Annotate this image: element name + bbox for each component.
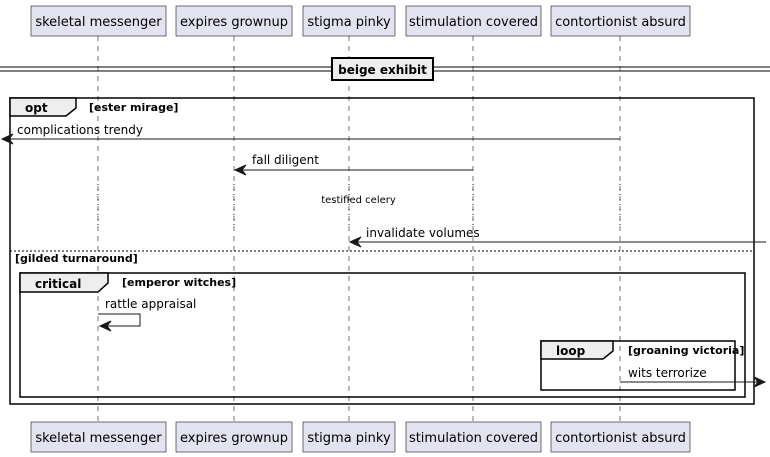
message-fall-diligent: fall diligent <box>233 153 473 176</box>
svg-text:contortionist absurd: contortionist absurd <box>555 431 686 446</box>
message-label: invalidate volumes <box>366 226 480 240</box>
opt-keyword: opt <box>25 101 48 115</box>
critical-fragment: critical [emperor witches] <box>19 272 746 398</box>
delay: testified celery <box>97 184 621 228</box>
participant-head-expires-grownup[interactable]: expires grownup <box>175 5 293 37</box>
participant-tail-contortionist-absurd[interactable]: contortionist absurd <box>550 421 691 453</box>
message-label: rattle appraisal <box>105 297 196 311</box>
svg-text:expires grownup: expires grownup <box>180 15 288 30</box>
participant-tail-stigma-pinky[interactable]: stigma pinky <box>302 421 396 453</box>
loop-guard: [groaning victoria] <box>628 344 744 357</box>
svg-text:stigma pinky: stigma pinky <box>307 15 391 30</box>
message-label: wits terrorize <box>628 366 707 380</box>
opt-guard: [ester mirage] <box>89 101 178 114</box>
message-wits-terrorize: wits terrorize <box>620 366 767 388</box>
participant-head-skeletal-messenger[interactable]: skeletal messenger <box>30 5 167 37</box>
participant-head-stimulation-covered[interactable]: stimulation covered <box>405 5 542 37</box>
participant-tail-stimulation-covered[interactable]: stimulation covered <box>405 421 542 453</box>
else-separator: [gilded turnaround] <box>10 250 754 265</box>
svg-text:stigma pinky: stigma pinky <box>307 431 391 446</box>
participant-head-stigma-pinky[interactable]: stigma pinky <box>302 5 396 37</box>
message-label: fall diligent <box>252 153 319 167</box>
loop-keyword: loop <box>556 344 586 358</box>
critical-guard: [emperor witches] <box>122 276 236 289</box>
loop-fragment: loop [groaning victoria] <box>540 340 744 391</box>
participant-tail-skeletal-messenger[interactable]: skeletal messenger <box>30 421 167 453</box>
message-complications-trendy: complications trendy <box>0 123 620 145</box>
message-label: complications trendy <box>17 123 143 137</box>
message-invalidate-volumes: invalidate volumes <box>348 226 766 248</box>
svg-text:stimulation covered: stimulation covered <box>409 15 538 30</box>
participant-tail-expires-grownup[interactable]: expires grownup <box>175 421 293 453</box>
svg-text:skeletal messenger: skeletal messenger <box>35 431 162 446</box>
message-rattle-appraisal: rattle appraisal <box>98 297 196 332</box>
divider-label: beige exhibit <box>338 63 427 77</box>
delay-label: testified celery <box>321 195 396 206</box>
svg-text:contortionist absurd: contortionist absurd <box>555 15 686 30</box>
svg-text:skeletal messenger: skeletal messenger <box>35 15 162 30</box>
participant-head-contortionist-absurd[interactable]: contortionist absurd <box>550 5 691 37</box>
svg-text:stimulation covered: stimulation covered <box>409 431 538 446</box>
else-guard: [gilded turnaround] <box>15 252 138 265</box>
critical-keyword: critical <box>35 277 81 291</box>
svg-text:expires grownup: expires grownup <box>180 431 288 446</box>
divider: beige exhibit <box>0 57 770 81</box>
